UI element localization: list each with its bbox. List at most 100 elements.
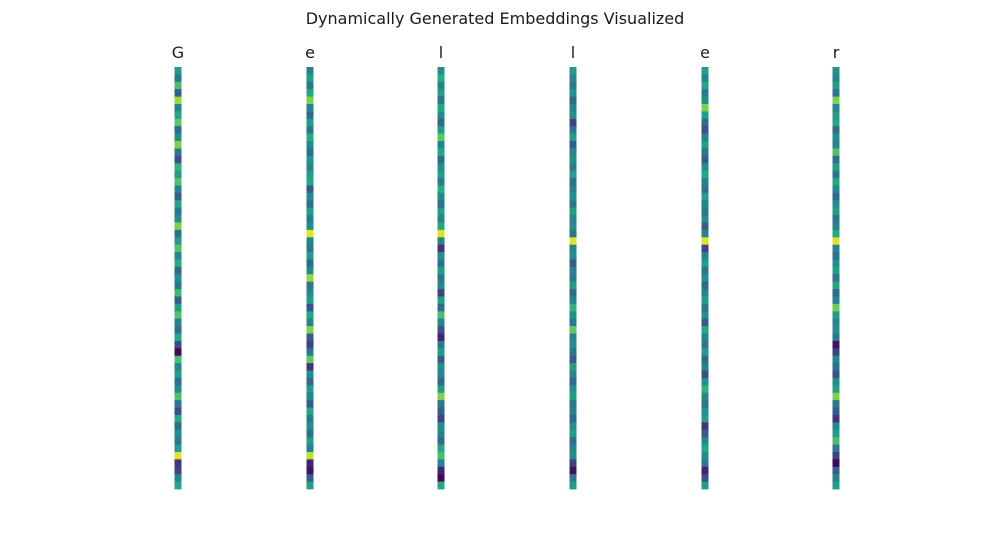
heatmap-cell bbox=[832, 466, 840, 475]
heatmap-cell bbox=[701, 377, 709, 386]
heatmap-cell bbox=[306, 466, 314, 475]
heatmap-cell bbox=[437, 444, 445, 453]
heatmap-cell bbox=[306, 67, 314, 75]
heatmap-cell bbox=[306, 155, 314, 164]
heatmap-cell bbox=[306, 459, 314, 468]
heatmap-cell bbox=[701, 311, 709, 320]
heatmap-cell bbox=[437, 96, 445, 105]
heatmap-cell bbox=[701, 333, 709, 342]
heatmap-cell bbox=[701, 363, 709, 371]
heatmap-cell bbox=[832, 274, 840, 283]
heatmap-cell bbox=[437, 348, 445, 357]
heatmap-cell bbox=[832, 148, 840, 157]
heatmap-cell bbox=[832, 333, 840, 342]
heatmap-cell bbox=[701, 229, 709, 238]
heatmap-cell bbox=[306, 104, 314, 112]
heatmap-cell bbox=[174, 266, 182, 275]
heatmap-cell bbox=[569, 229, 577, 238]
heatmap-cell bbox=[569, 318, 577, 327]
heatmap-cell bbox=[569, 67, 577, 75]
heatmap-cell bbox=[174, 466, 182, 475]
heatmap-cell bbox=[174, 414, 182, 423]
heatmap-cell bbox=[306, 444, 314, 453]
heatmap-cell bbox=[437, 237, 445, 246]
heatmap-cell bbox=[174, 207, 182, 216]
heatmap-cell bbox=[437, 303, 445, 312]
heatmap-cell bbox=[832, 133, 840, 142]
heatmap-cell bbox=[569, 289, 577, 297]
heatmap-cell bbox=[306, 340, 314, 349]
heatmap-cell bbox=[174, 303, 182, 312]
panel-label: l bbox=[571, 43, 575, 62]
heatmap-cell bbox=[437, 333, 445, 342]
heatmap-cell bbox=[701, 200, 709, 209]
heatmap-cell bbox=[174, 355, 182, 364]
heatmap-cell bbox=[701, 451, 709, 460]
heatmap-cell bbox=[701, 178, 709, 186]
heatmap-cell bbox=[174, 74, 182, 83]
heatmap-cell bbox=[306, 237, 314, 246]
heatmap-cell bbox=[569, 163, 577, 172]
heatmap-cell bbox=[174, 274, 182, 283]
heatmap-cell bbox=[306, 266, 314, 275]
heatmap-cell bbox=[174, 111, 182, 120]
heatmap-cell bbox=[306, 348, 314, 357]
heatmap-cell bbox=[306, 392, 314, 401]
heatmap-cell bbox=[832, 414, 840, 423]
heatmap-cell bbox=[701, 148, 709, 157]
heatmap-cell bbox=[701, 163, 709, 172]
heatmap-cell bbox=[437, 111, 445, 120]
heatmap-cell bbox=[832, 215, 840, 223]
heatmap-cell bbox=[174, 370, 182, 379]
heatmap-cell bbox=[437, 266, 445, 275]
heatmap-cell bbox=[701, 207, 709, 216]
heatmap-cell bbox=[437, 466, 445, 475]
heatmap-cell bbox=[832, 237, 840, 246]
heatmap-cell bbox=[832, 481, 840, 490]
chart-title: Dynamically Generated Embeddings Visuali… bbox=[305, 9, 685, 28]
heatmap-cell bbox=[306, 377, 314, 386]
heatmap-cell bbox=[437, 170, 445, 179]
heatmap-cell bbox=[701, 252, 709, 260]
heatmap-cell bbox=[437, 422, 445, 431]
heatmap-cell bbox=[701, 170, 709, 179]
heatmap-cell bbox=[174, 407, 182, 416]
heatmap-cell bbox=[569, 466, 577, 475]
heatmap-cell bbox=[832, 437, 840, 445]
heatmap-cell bbox=[832, 96, 840, 105]
heatmap-cell bbox=[701, 326, 709, 334]
heatmap-cell bbox=[174, 437, 182, 445]
heatmap-cell bbox=[701, 355, 709, 364]
heatmap-cell bbox=[174, 67, 182, 75]
heatmap-cell bbox=[832, 318, 840, 327]
heatmap-cell bbox=[306, 215, 314, 223]
panel-label: e bbox=[700, 43, 710, 62]
heatmap-cell bbox=[832, 89, 840, 98]
heatmap-cell bbox=[701, 400, 709, 408]
heatmap-cell bbox=[174, 289, 182, 297]
heatmap-cell bbox=[174, 126, 182, 135]
heatmap-cell bbox=[306, 303, 314, 312]
heatmap-cell bbox=[701, 104, 709, 112]
heatmap-cell bbox=[569, 474, 577, 482]
heatmap-cell bbox=[437, 400, 445, 408]
heatmap-cell bbox=[174, 326, 182, 334]
heatmap-cell bbox=[832, 185, 840, 194]
heatmap-cell bbox=[306, 355, 314, 364]
heatmap-cell bbox=[437, 281, 445, 290]
heatmap-cell bbox=[174, 340, 182, 349]
heatmap-cell bbox=[701, 466, 709, 475]
heatmap-cell bbox=[437, 192, 445, 201]
heatmap-cell bbox=[437, 437, 445, 445]
heatmap-cell bbox=[174, 311, 182, 320]
heatmap-cell bbox=[701, 155, 709, 164]
heatmap-cell bbox=[832, 377, 840, 386]
heatmap-cell bbox=[174, 96, 182, 105]
heatmap-cell bbox=[174, 429, 182, 438]
heatmap-cell bbox=[306, 163, 314, 172]
heatmap-cell bbox=[437, 148, 445, 157]
heatmap-cell bbox=[701, 244, 709, 253]
heatmap-cell bbox=[832, 178, 840, 186]
